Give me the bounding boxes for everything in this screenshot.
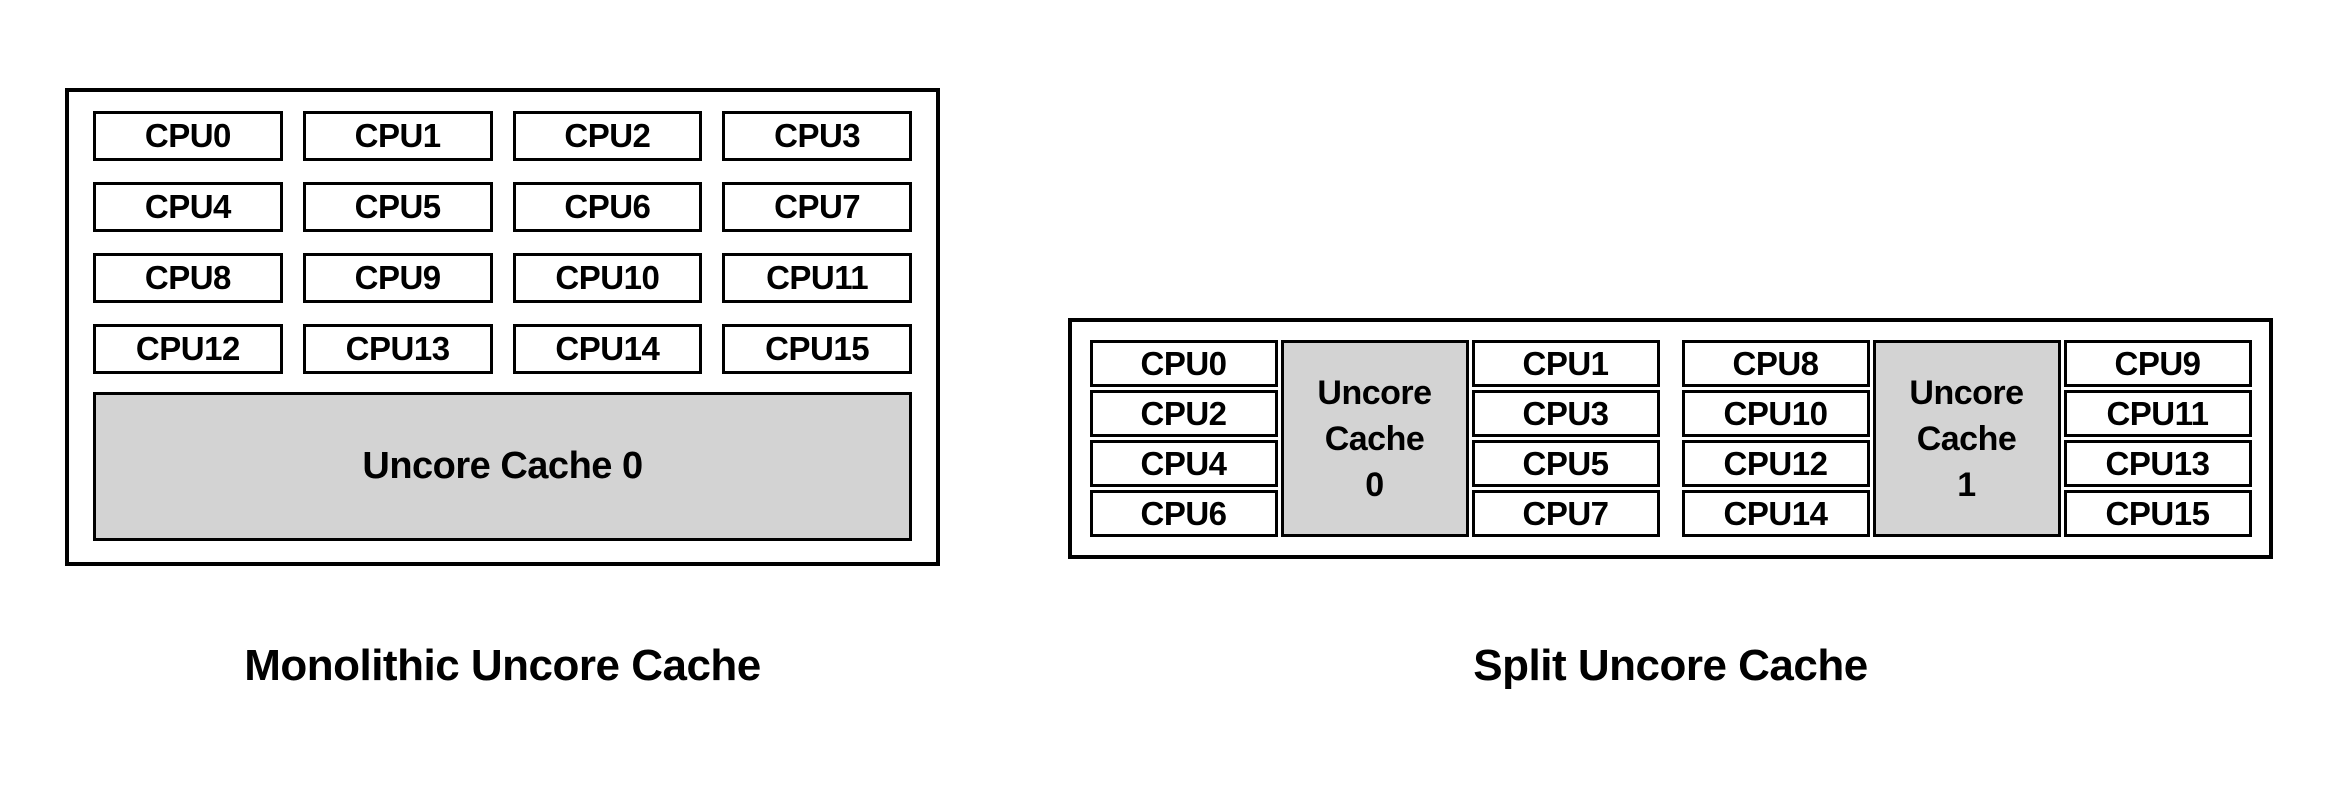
cpu-cell: CPU6: [1089, 490, 1278, 537]
cpu-box: CPU12: [93, 324, 283, 374]
uncore-cache-0-column: Uncore Cache 0: [1280, 340, 1469, 537]
cpu-box: CPU11: [722, 253, 912, 303]
cpu-cell: CPU3: [1471, 390, 1660, 437]
cpu-box: CPU4: [93, 182, 283, 232]
cpu-box: CPU0: [93, 111, 283, 161]
cpu-box: CPU8: [93, 253, 283, 303]
cpu-box: CPU10: [512, 253, 703, 303]
monolithic-uncore-diagram: CPU0 CPU1 CPU2 CPU3 CPU4 CPU5 CPU6 CPU7 …: [65, 88, 940, 566]
cache-label-line: Cache: [1324, 419, 1425, 458]
cpu-box: CPU1: [302, 111, 493, 161]
split-uncore-diagram: CPU0 CPU2 CPU4 CPU6 Uncore Cache 0 CPU1 …: [1068, 318, 2273, 559]
cpu-cell: CPU12: [1681, 440, 1870, 487]
cpu-cell: CPU1: [1471, 340, 1660, 387]
cache-label-line: Uncore: [1317, 373, 1432, 412]
cpu-cell: CPU2: [1089, 390, 1278, 437]
cpu-cell: CPU9: [2063, 340, 2252, 387]
monolithic-caption: Monolithic Uncore Cache: [244, 641, 761, 690]
cluster1-left-cpu-column: CPU8 CPU10 CPU12 CPU14: [1681, 340, 1870, 537]
cpu-box: CPU7: [722, 182, 912, 232]
uncore-cache-0-bar: Uncore Cache 0: [93, 392, 912, 541]
monolithic-cpu-grid: CPU0 CPU1 CPU2 CPU3 CPU4 CPU5 CPU6 CPU7 …: [93, 111, 912, 374]
cache-label-line: 0: [1365, 465, 1384, 504]
cpu-cell: CPU7: [1471, 490, 1660, 537]
cache-label-line: 1: [1957, 465, 1976, 504]
cpu-cell: CPU5: [1471, 440, 1660, 487]
cpu-cell: CPU15: [2063, 490, 2252, 537]
cpu-cell: CPU14: [1681, 490, 1870, 537]
cpu-box: CPU9: [302, 253, 493, 303]
cluster0-left-cpu-column: CPU0 CPU2 CPU4 CPU6: [1089, 340, 1278, 537]
cpu-cell: CPU11: [2063, 390, 2252, 437]
split-caption: Split Uncore Cache: [1473, 641, 1868, 690]
cpu-box: CPU15: [722, 324, 912, 374]
cpu-box: CPU3: [722, 111, 912, 161]
cpu-cell: CPU0: [1089, 340, 1278, 387]
cpu-box: CPU13: [302, 324, 493, 374]
cluster0-right-cpu-column: CPU1 CPU3 CPU5 CPU7: [1471, 340, 1660, 537]
cpu-box: CPU14: [512, 324, 703, 374]
uncore-cache-1-column: Uncore Cache 1: [1872, 340, 2061, 537]
cache-cluster-0: CPU0 CPU2 CPU4 CPU6 Uncore Cache 0 CPU1 …: [1089, 340, 1660, 537]
cpu-cell: CPU13: [2063, 440, 2252, 487]
cpu-box: CPU2: [512, 111, 703, 161]
cache-cluster-1: CPU8 CPU10 CPU12 CPU14 Uncore Cache 1 CP…: [1681, 340, 2252, 537]
cpu-cell: CPU8: [1681, 340, 1870, 387]
cpu-cell: CPU10: [1681, 390, 1870, 437]
cpu-box: CPU6: [512, 182, 703, 232]
cluster1-right-cpu-column: CPU9 CPU11 CPU13 CPU15: [2063, 340, 2252, 537]
cache-label-line: Cache: [1916, 419, 2017, 458]
cpu-cell: CPU4: [1089, 440, 1278, 487]
cpu-box: CPU5: [302, 182, 493, 232]
cache-label-line: Uncore: [1909, 373, 2024, 412]
